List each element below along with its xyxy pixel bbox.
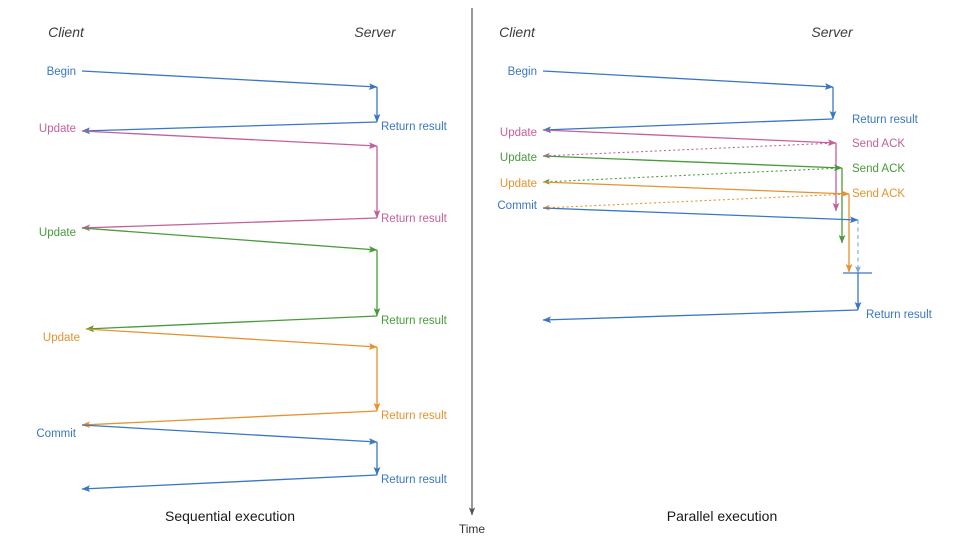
message-sequential-begin-return: Return result [81, 121, 448, 135]
message-parallel-update1-request: Update [500, 127, 837, 147]
message-line-begin-return [81, 121, 378, 135]
time-axis-group: Time [459, 8, 486, 536]
actor-label-server: Server [354, 24, 397, 40]
message-line-begin-request [542, 70, 834, 90]
message-label-begin-request: Begin [508, 66, 537, 78]
message-sequential-commit-return: Return result [81, 474, 448, 492]
message-line-update3-return [81, 410, 378, 428]
message-label-commit-return: Return result [381, 474, 448, 486]
message-line-update1-request [542, 129, 837, 147]
time-axis-label: Time [459, 522, 486, 536]
message-parallel-update1-ack: Send ACK [542, 138, 905, 159]
message-line-update2-return [85, 315, 378, 333]
message-label-update2-ack: Send ACK [852, 163, 905, 175]
message-line-commit-return [542, 309, 859, 324]
message-line-update3-request [542, 181, 850, 198]
message-line-begin-request [81, 70, 378, 90]
message-line-update1-ack [542, 142, 837, 159]
message-label-update1-request: Update [500, 127, 537, 139]
message-parallel-update3-request: Update [500, 178, 850, 198]
message-label-begin-return: Return result [381, 121, 448, 133]
panel-caption-sequential: Sequential execution [165, 508, 295, 524]
message-parallel-begin-request: Begin [508, 66, 834, 90]
message-parallel-update2-ack: Send ACK [542, 163, 905, 185]
message-label-begin-request: Begin [47, 66, 76, 78]
message-label-commit-return: Return result [866, 309, 933, 321]
panel-caption-parallel: Parallel execution [667, 508, 778, 524]
message-line-update2-request [81, 227, 378, 253]
message-label-commit-request: Commit [497, 200, 537, 212]
message-label-update3-ack: Send ACK [852, 188, 905, 200]
message-line-update3-request [85, 328, 378, 350]
message-sequential-update3-return: Return result [81, 410, 448, 428]
message-label-update3-request: Update [500, 178, 537, 190]
message-label-begin-return: Return result [852, 114, 919, 126]
message-line-commit-request [542, 207, 859, 224]
actor-label-server: Server [811, 24, 854, 40]
message-parallel-commit-request: Commit [497, 200, 859, 224]
message-sequential-begin-request: Begin [47, 66, 378, 90]
message-label-update2-return: Return result [381, 315, 448, 327]
message-label-update3-request: Update [43, 332, 80, 344]
message-label-commit-request: Commit [36, 428, 76, 440]
message-label-update3-return: Return result [381, 410, 448, 422]
message-label-update2-request: Update [500, 152, 537, 164]
message-line-update2-ack [542, 167, 843, 185]
message-parallel-update2-request: Update [500, 152, 843, 172]
message-label-update1-ack: Send ACK [852, 138, 905, 150]
message-line-update2-request [542, 155, 843, 172]
message-label-update2-request: Update [39, 227, 76, 239]
message-parallel-update3-ack: Send ACK [542, 188, 905, 211]
message-sequential-update2-request: Update [39, 227, 378, 253]
message-parallel-commit-return: Return result [542, 309, 933, 324]
message-sequential-update1-request: Update [39, 123, 378, 149]
actor-label-client: Client [48, 24, 85, 40]
message-label-update1-return: Return result [381, 213, 448, 225]
message-sequential-commit-request: Commit [36, 424, 378, 445]
message-sequential-update1-return: Return result [81, 213, 448, 232]
message-line-begin-return [542, 118, 834, 134]
message-sequential-update3-request: Update [43, 328, 378, 350]
message-line-update3-ack [542, 193, 850, 211]
message-line-commit-return [81, 474, 378, 492]
message-line-commit-request [81, 424, 378, 445]
message-line-update1-request [81, 130, 378, 149]
message-parallel-begin-return: Return result [542, 114, 919, 134]
message-sequential-update2-return: Return result [85, 315, 448, 333]
actor-label-client: Client [499, 24, 536, 40]
message-line-update1-return [81, 217, 378, 232]
message-label-update1-request: Update [39, 123, 76, 135]
